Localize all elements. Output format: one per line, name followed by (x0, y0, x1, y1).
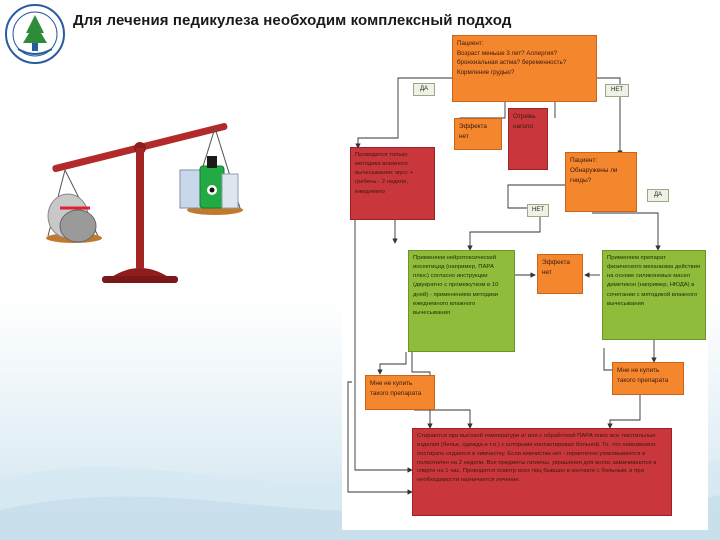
no-label-2: НЕТ (527, 204, 549, 217)
no-effect-box-2: Эффекта нет (537, 254, 583, 294)
no-effect-box-1: Эффекта нет (454, 118, 502, 150)
physical-action-box: Применяем препарат физического механизма… (602, 250, 706, 340)
yes-label-1: ДА (413, 83, 435, 96)
slide-title: Для лечения педикулеза необходим комплек… (73, 12, 512, 29)
emblem-logo (5, 4, 65, 64)
balance-scale-illustration (40, 118, 245, 293)
final-hygiene-box: Стираются при высокой температуре и/ или… (412, 428, 672, 516)
no-label-1: НЕТ (605, 84, 629, 97)
shave-head-box: Отрежь наголо (508, 108, 548, 170)
neurotoxic-insecticide-box: Применяем нейротоксический инсектицид (н… (408, 250, 515, 352)
lice-found-question-box: Пациент: Обнаружены ли гниды? (565, 152, 637, 212)
cannot-buy-box-2: Мне не купить такого препарата (612, 362, 684, 395)
patient-question-box: Пациент: Возраст меньше 3 лет? Аллергия?… (452, 35, 597, 102)
combing-only-box: Проводится только методика влажного выче… (350, 147, 435, 220)
cannot-buy-box-1: Мне не купить такого препарата (365, 375, 435, 410)
yes-label-2: ДА (647, 189, 669, 202)
